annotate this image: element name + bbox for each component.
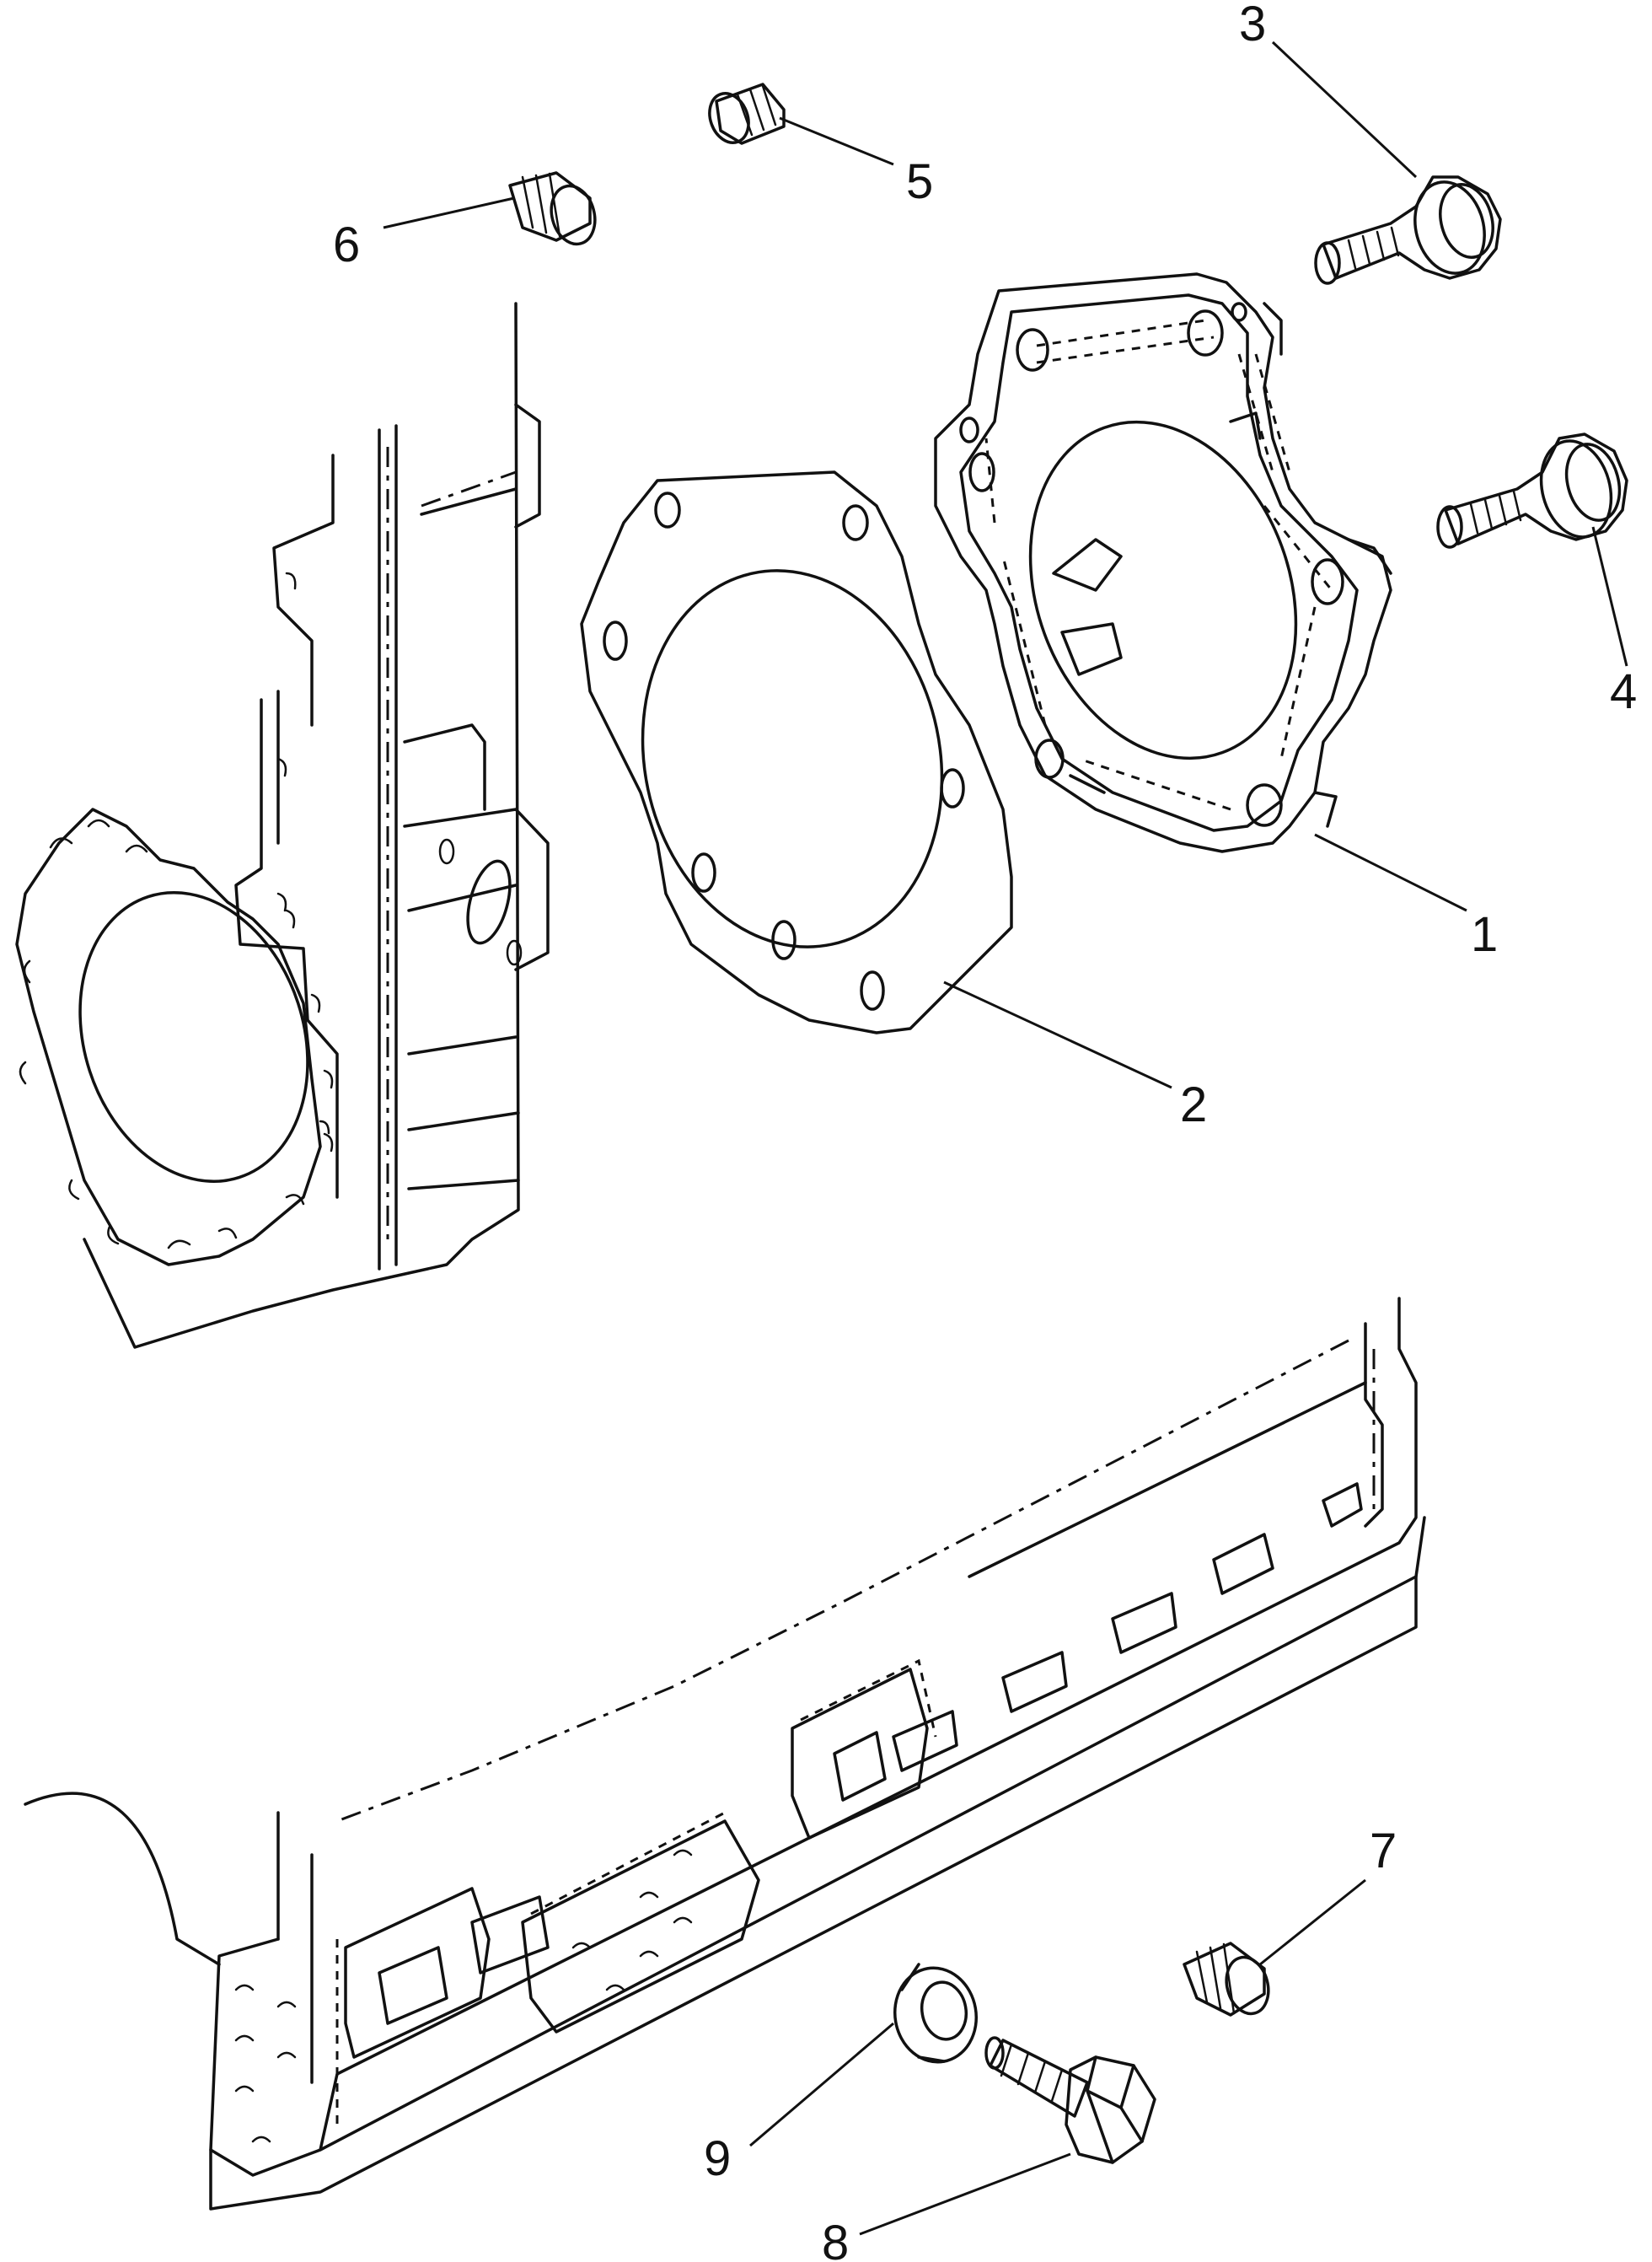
leader-7 bbox=[1259, 1878, 1366, 1966]
part-8-hex-bolt bbox=[984, 2036, 1156, 2164]
part-7-plug bbox=[1183, 1942, 1270, 2017]
part-2-gasket bbox=[580, 470, 1013, 1034]
leader-4 bbox=[1591, 526, 1628, 667]
callout-6: 6 bbox=[333, 218, 360, 272]
leader-9 bbox=[749, 2022, 894, 2147]
block-ports bbox=[335, 1658, 937, 2125]
block-bolt-holes bbox=[234, 1849, 693, 2143]
callout-5: 5 bbox=[906, 154, 933, 209]
part-1-adapter-plate bbox=[934, 272, 1392, 853]
callout-7: 7 bbox=[1370, 1824, 1397, 1878]
part-9-washer bbox=[893, 1963, 979, 2064]
callout-9: 9 bbox=[704, 2131, 731, 2186]
leader-1 bbox=[1314, 833, 1467, 912]
leader-5 bbox=[779, 116, 894, 166]
housing-bolt-holes bbox=[19, 572, 334, 1249]
part-5-plug bbox=[708, 83, 786, 145]
part-3-flange-bolt bbox=[1314, 175, 1502, 285]
part-6-plug bbox=[508, 171, 597, 246]
upper-housing bbox=[15, 302, 550, 1349]
leader-2 bbox=[943, 981, 1172, 1089]
leader-8 bbox=[859, 2152, 1071, 2236]
leader-6 bbox=[383, 196, 515, 229]
callout-labels: 1 2 3 4 5 6 7 8 9 bbox=[333, 0, 1637, 2262]
callout-4: 4 bbox=[1610, 664, 1637, 719]
callout-8: 8 bbox=[822, 2216, 849, 2262]
lower-block bbox=[24, 1297, 1426, 2211]
callout-1: 1 bbox=[1471, 907, 1498, 962]
leader-3 bbox=[1271, 40, 1418, 179]
part-4-flange-bolt bbox=[1436, 433, 1628, 549]
leader-lines bbox=[383, 40, 1628, 2236]
callout-3: 3 bbox=[1239, 0, 1266, 51]
callout-2: 2 bbox=[1180, 1077, 1207, 1132]
gasket-bolt-holes bbox=[603, 492, 965, 1011]
adapter-bolt-bosses bbox=[959, 302, 1344, 827]
